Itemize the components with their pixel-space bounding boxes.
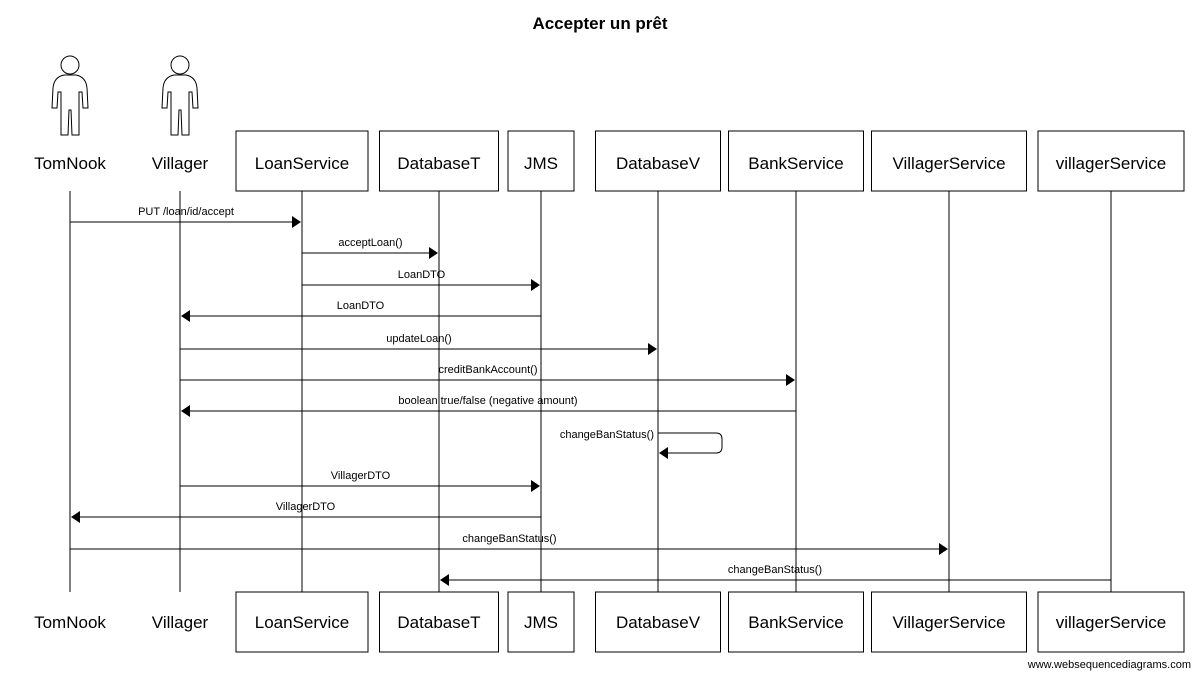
- participant-label: BankService: [748, 613, 843, 632]
- message-arrow: changeBanStatus(): [560, 429, 723, 459]
- participant-databaset-bottom: DatabaseT: [379, 591, 499, 653]
- message-label: updateLoan(): [386, 333, 451, 345]
- participant-databaset-top: DatabaseT: [379, 130, 499, 192]
- message-arrow: LoanDTO: [181, 300, 541, 322]
- participant-label: JMS: [524, 613, 558, 632]
- arrowhead: [181, 310, 190, 322]
- message-label: PUT /loan/id/accept: [138, 206, 234, 218]
- participant-jms-top: JMS: [507, 130, 575, 192]
- participant-label: LoanService: [255, 154, 350, 173]
- arrowhead: [181, 405, 190, 417]
- participant-villagerservice-bottom: VillagerService: [871, 591, 1027, 653]
- message-label: creditBankAccount(): [438, 364, 537, 376]
- arrowhead: [648, 343, 657, 355]
- message-arrow: changeBanStatus(): [70, 533, 948, 555]
- message-arrow: LoanDTO: [302, 269, 540, 291]
- diagram-title: Accepter un prêt: [532, 14, 667, 33]
- participant-villagerservice-top: VillagerService: [871, 130, 1027, 192]
- arrowhead: [292, 216, 301, 228]
- arrowhead: [659, 447, 668, 459]
- participant-label: VillagerService: [892, 154, 1005, 173]
- participant-loanservice-bottom: LoanService: [235, 591, 369, 653]
- participant-villagerservice-lower-bottom: villagerService: [1037, 591, 1185, 653]
- participant-villager-bottom: Villager: [152, 613, 209, 632]
- arrowhead: [531, 279, 540, 291]
- message-arrow: VillagerDTO: [180, 470, 540, 492]
- participant-tomnook-top: TomNook: [34, 154, 106, 173]
- arrowhead: [531, 480, 540, 492]
- participant-bankservice-top: BankService: [728, 130, 864, 192]
- message-label: boolean true/false (negative amount): [398, 395, 577, 407]
- participant-label: JMS: [524, 154, 558, 173]
- participant-villager-top: Villager: [152, 154, 209, 173]
- participant-loanservice-top: LoanService: [235, 130, 369, 192]
- credit-text: www.websequencediagrams.com: [1027, 659, 1191, 671]
- participant-villagerservice-lower-top: villagerService: [1037, 130, 1185, 192]
- actor-icon: [161, 55, 199, 136]
- message-label: acceptLoan(): [338, 237, 402, 249]
- participant-label: LoanService: [255, 613, 350, 632]
- message-label: VillagerDTO: [276, 501, 336, 513]
- participant-tomnook-bottom: TomNook: [34, 613, 106, 632]
- actor-icon: [51, 55, 89, 136]
- message-arrow: VillagerDTO: [71, 501, 541, 523]
- message-label: LoanDTO: [337, 300, 385, 312]
- participant-label: villagerService: [1056, 613, 1167, 632]
- message-label: changeBanStatus(): [560, 429, 654, 441]
- message-label: VillagerDTO: [331, 470, 391, 482]
- participant-databasev-top: DatabaseV: [595, 130, 721, 192]
- message-arrow: PUT /loan/id/accept: [70, 206, 301, 228]
- arrowhead: [71, 511, 80, 523]
- message-arrow: boolean true/false (negative amount): [181, 395, 796, 417]
- participant-databasev-bottom: DatabaseV: [595, 591, 721, 653]
- arrowhead: [786, 374, 795, 386]
- message-label: changeBanStatus(): [462, 533, 556, 545]
- participant-bankservice-bottom: BankService: [728, 591, 864, 653]
- participant-jms-bottom: JMS: [507, 591, 575, 653]
- participant-label: DatabaseV: [616, 613, 701, 632]
- message-arrow: creditBankAccount(): [180, 364, 795, 386]
- message-label: LoanDTO: [398, 269, 446, 281]
- participant-label: DatabaseV: [616, 154, 701, 173]
- arrowhead: [429, 247, 438, 259]
- participant-label: DatabaseT: [397, 613, 480, 632]
- arrowhead: [440, 574, 449, 586]
- message-arrow: acceptLoan(): [302, 237, 438, 259]
- participant-label: VillagerService: [892, 613, 1005, 632]
- message-arrow: updateLoan(): [180, 333, 657, 355]
- message-label: changeBanStatus(): [728, 564, 822, 576]
- participant-label: villagerService: [1056, 154, 1167, 173]
- participant-label: DatabaseT: [397, 154, 480, 173]
- arrowhead: [939, 543, 948, 555]
- message-arrow: changeBanStatus(): [440, 564, 1111, 586]
- participant-label: BankService: [748, 154, 843, 173]
